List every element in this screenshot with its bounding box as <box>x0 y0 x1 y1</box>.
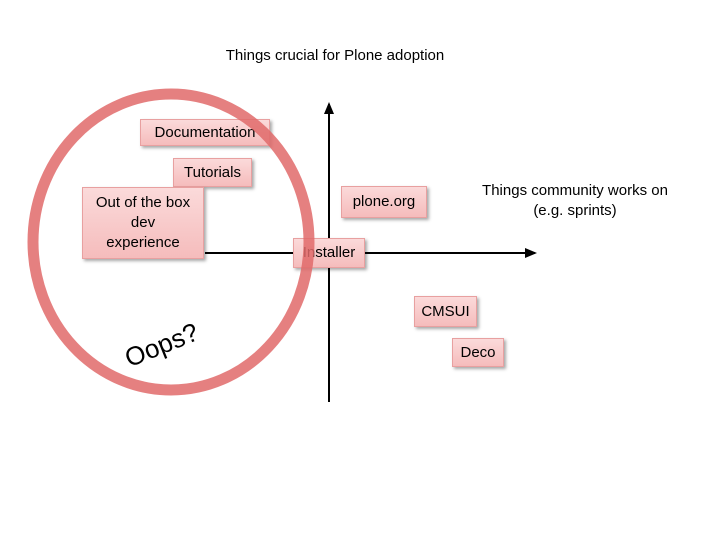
box-documentation: Documentation <box>140 119 270 146</box>
chart-title: Things crucial for Plone adoption <box>225 47 445 64</box>
box-plone-org: plone.org <box>341 186 427 218</box>
box-installer: Installer <box>293 238 365 268</box>
x-axis-label: Things community works on (e.g. sprints) <box>465 181 685 221</box>
box-deco: Deco <box>452 338 504 367</box>
box-cmsui: CMSUI <box>414 296 477 327</box>
box-ootb-line3: experience <box>106 234 180 251</box>
x-axis-label-line2: (e.g. sprints) <box>533 202 617 219</box>
box-ootb-line1: Out of the box <box>95 194 191 211</box>
box-ootb-line2: dev <box>130 214 156 231</box>
box-out-of-the-box-dev-experience: Out of the box dev experience <box>82 187 204 259</box>
x-axis-label-line1: Things community works on <box>482 182 668 199</box>
box-tutorials: Tutorials <box>173 158 252 187</box>
